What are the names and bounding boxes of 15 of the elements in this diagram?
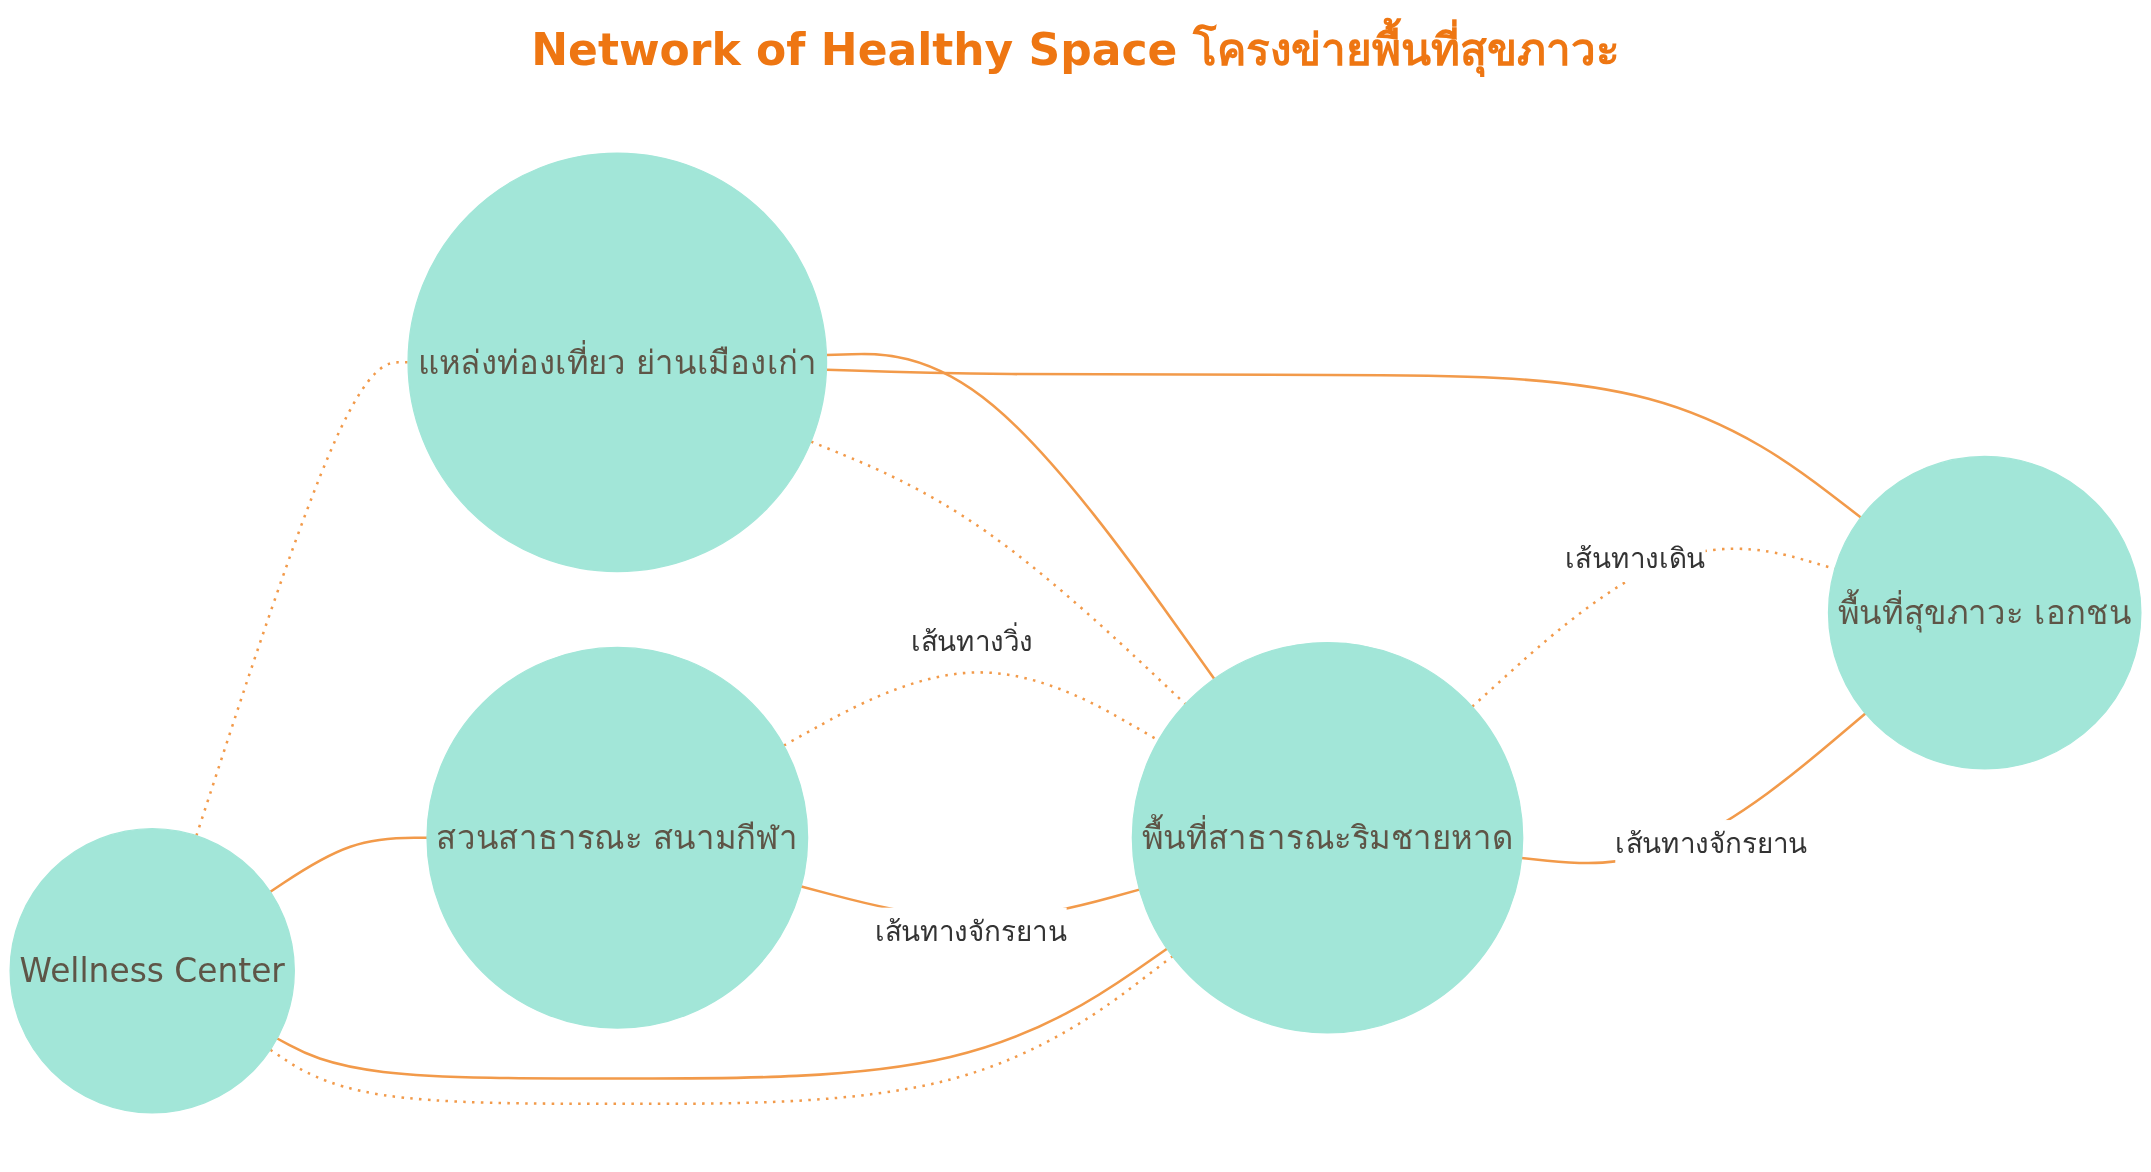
- connector: [195, 361, 409, 837]
- connector: [810, 440, 1187, 705]
- connector: [826, 352, 1216, 680]
- node-circle: พื้นที่สาธารณะริมชายหาด: [1131, 641, 1524, 1034]
- edge-label: เส้นทางจักรยาน: [1615, 827, 1808, 860]
- connector: [269, 836, 427, 893]
- edge-label: เส้นทางเดิน: [1565, 542, 1706, 575]
- connector: [276, 947, 1168, 1080]
- connector: [826, 368, 1862, 519]
- diagram-title: Network of Healthy Space โครงข่ายพื้นที่สุขภาวะ: [0, 14, 2151, 84]
- node-circle: Wellness Center: [9, 828, 295, 1114]
- node-circle: พื้นที่สุขภาวะ เอกชน: [1827, 455, 2142, 770]
- edge-label: เส้นทางจักรยาน: [874, 915, 1067, 947]
- node-circle: สวนสาธารณะ สนามกีฬา: [426, 646, 809, 1029]
- node-circle: แหล่งท่องเที่ยว ย่านเมืองเก่า: [407, 152, 828, 573]
